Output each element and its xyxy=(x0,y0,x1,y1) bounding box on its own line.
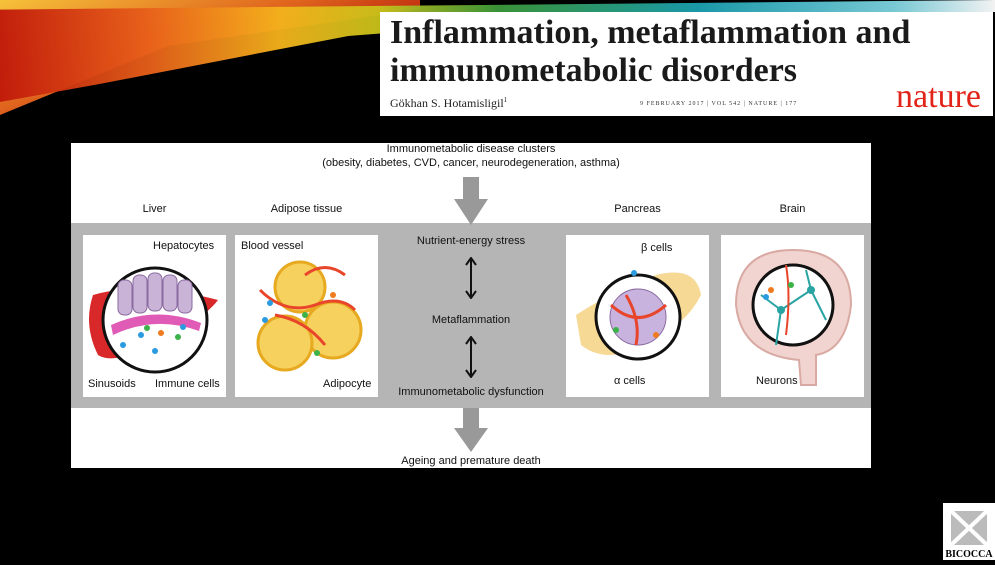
figure: Immunometabolic disease clusters (obesit… xyxy=(71,143,871,468)
top-title: Immunometabolic disease clusters xyxy=(386,143,556,155)
author-sup: 1 xyxy=(503,96,508,104)
label-adipocyte: Adipocyte xyxy=(323,378,372,390)
label-alpha-cells: α cells xyxy=(614,375,646,387)
double-arrow-icon xyxy=(465,257,477,299)
label-metaflammation: Metaflammation xyxy=(431,314,511,326)
liver-illustration xyxy=(89,266,218,374)
adipose-panel: Blood vessel Adipocyte xyxy=(235,235,378,397)
paper-author: Gökhan S. Hotamisligil1 xyxy=(390,96,507,111)
liver-panel: Hepatocytes Sinusoids Immune cells xyxy=(83,235,226,397)
label-neurons: Neurons xyxy=(756,375,798,387)
organ-pancreas: Pancreas xyxy=(614,203,661,215)
adipose-illustration xyxy=(256,260,363,372)
label-sinusoids: Sinusoids xyxy=(88,378,136,390)
double-arrow-icon xyxy=(465,336,477,378)
brain-panel: Neurons xyxy=(721,235,864,397)
top-subtitle: (obesity, diabetes, CVD, cancer, neurode… xyxy=(322,157,620,169)
logo-text: BICOCCA xyxy=(945,549,993,560)
label-blood-vessel: Blood vessel xyxy=(241,240,304,252)
down-arrow-icon xyxy=(454,177,488,225)
brain-illustration xyxy=(734,248,853,386)
author-name: Gökhan S. Hotamisligil xyxy=(390,96,504,110)
organ-brain: Brain xyxy=(779,203,806,215)
down-arrow-icon xyxy=(454,408,488,452)
pancreas-panel: β cells α cells xyxy=(566,235,709,397)
bicocca-logo-icon: BICOCCA xyxy=(945,509,993,560)
paper-title: Inflammation, metaflammation and immunom… xyxy=(390,14,911,89)
label-hepatocytes: Hepatocytes xyxy=(153,240,215,252)
label-nutrient-stress: Nutrient-energy stress xyxy=(416,235,526,247)
paper-header: Inflammation, metaflammation and immunom… xyxy=(380,12,993,116)
organ-liver: Liver xyxy=(142,203,167,215)
label-beta-cells: β cells xyxy=(641,242,673,254)
paper-meta: 9 FEBRUARY 2017 | VOL 542 | NATURE | 177 xyxy=(640,101,798,107)
label-dysfunction: Immunometabolic dysfunction xyxy=(398,386,544,398)
bottom-label: Ageing and premature death xyxy=(401,455,541,467)
pancreas-illustration xyxy=(576,270,701,361)
university-logo: BICOCCA xyxy=(943,503,995,560)
organ-adipose: Adipose tissue xyxy=(270,203,343,215)
journal-logo: nature xyxy=(896,78,981,115)
label-immune-cells: Immune cells xyxy=(155,378,220,390)
